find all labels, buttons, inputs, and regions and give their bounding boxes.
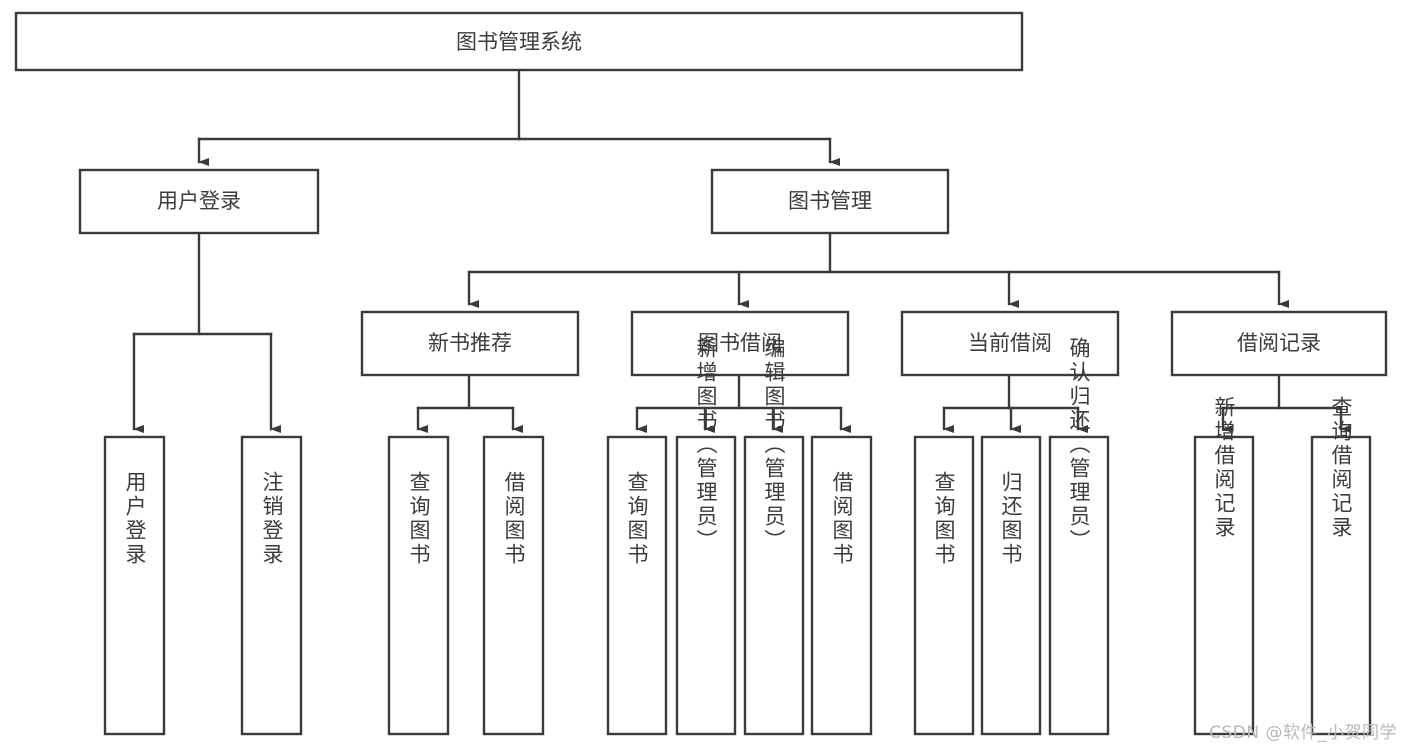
leaf-new-book-recommend-1-label: 查询图书 xyxy=(407,471,431,567)
leaf-user-login-1[interactable]: 用户登录 xyxy=(103,435,166,736)
node-book-manage-label: 图书管理 xyxy=(788,189,872,213)
leaf-user-login-2-label: 注销登录 xyxy=(260,471,284,567)
leaf-book-borrow-1-label: 查询图书 xyxy=(625,471,649,567)
leaf-current-borrow-2[interactable]: 归还图书 xyxy=(980,435,1042,736)
leaf-borrow-record-1-label: 新增借阅记录 xyxy=(1212,396,1236,540)
node-user-login-label: 用户登录 xyxy=(157,189,241,213)
node-borrow-record[interactable]: 借阅记录 xyxy=(1170,310,1388,377)
leaf-current-borrow-1[interactable]: 查询图书 xyxy=(913,435,975,736)
node-borrow-record-label: 借阅记录 xyxy=(1237,331,1321,355)
leaf-book-borrow-4-label: 借阅图书 xyxy=(830,471,854,567)
node-book-manage[interactable]: 图书管理 xyxy=(710,168,950,235)
leaf-new-book-recommend-2[interactable]: 借阅图书 xyxy=(482,435,545,736)
node-new-book-recommend[interactable]: 新书推荐 xyxy=(360,310,580,377)
leaf-new-book-recommend-1[interactable]: 查询图书 xyxy=(387,435,450,736)
node-root-label: 图书管理系统 xyxy=(456,30,582,54)
leaf-book-borrow-2[interactable]: 新增图书（管理员） xyxy=(675,337,737,736)
leaf-borrow-record-2-label: 查询借阅记录 xyxy=(1329,396,1353,540)
leaf-current-borrow-3[interactable]: 确认归还（管理员） xyxy=(1048,337,1110,736)
leaf-book-borrow-4[interactable]: 借阅图书 xyxy=(810,435,873,736)
leaf-current-borrow-2-label: 归还图书 xyxy=(999,471,1023,567)
leaf-book-borrow-3[interactable]: 编辑图书（管理员） xyxy=(743,337,805,736)
node-new-book-recommend-label: 新书推荐 xyxy=(428,331,512,355)
leaf-current-borrow-3-label: 确认归还（管理员） xyxy=(1067,337,1091,553)
leaf-borrow-record-1[interactable]: 新增借阅记录 xyxy=(1193,396,1255,736)
leaf-new-book-recommend-2-label: 借阅图书 xyxy=(502,471,526,567)
leaf-book-borrow-3-label: 编辑图书（管理员） xyxy=(762,337,786,553)
node-root[interactable]: 图书管理系统 xyxy=(14,11,1024,72)
node-book-borrow-label: 图书借阅 xyxy=(698,331,782,355)
node-current-borrow[interactable]: 当前借阅 xyxy=(900,310,1120,377)
leaf-user-login-2[interactable]: 注销登录 xyxy=(240,435,303,736)
node-current-borrow-label: 当前借阅 xyxy=(968,331,1052,355)
leaf-current-borrow-1-label: 查询图书 xyxy=(932,471,956,567)
node-user-login[interactable]: 用户登录 xyxy=(78,168,320,235)
leaf-borrow-record-2[interactable]: 查询借阅记录 xyxy=(1310,396,1372,736)
node-book-borrow[interactable]: 图书借阅 xyxy=(630,310,850,377)
leaf-book-borrow-1[interactable]: 查询图书 xyxy=(606,435,668,736)
leaf-book-borrow-2-label: 新增图书（管理员） xyxy=(694,337,718,553)
leaf-user-login-1-label: 用户登录 xyxy=(123,471,147,567)
